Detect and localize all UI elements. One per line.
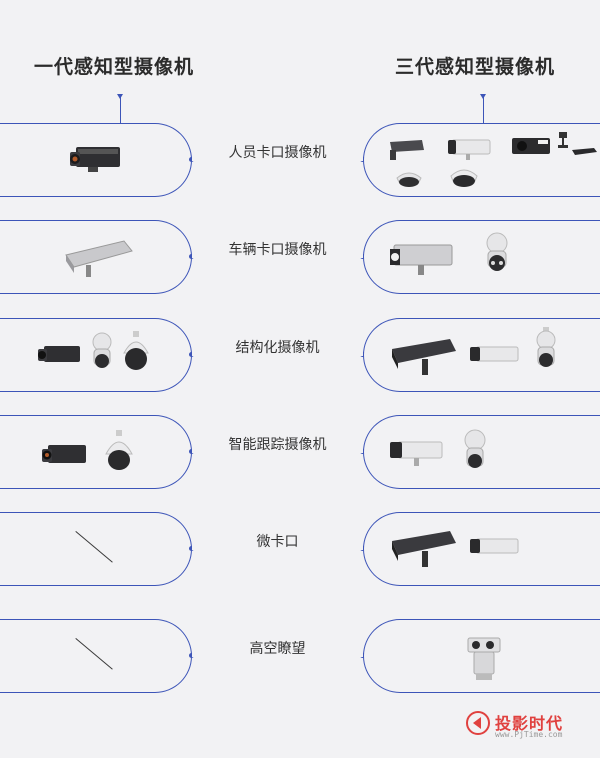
ptz-camera-icon <box>92 332 112 368</box>
box-camera-icon <box>38 346 80 362</box>
row-label: 人员卡口摄像机 <box>192 145 363 161</box>
row-label: 智能跟踪摄像机 <box>192 437 363 453</box>
left-pill <box>0 318 192 392</box>
watermark-url: www.PjTime.com <box>495 730 563 739</box>
bullet-camera-icon <box>390 441 443 466</box>
row-micro-checkpoint: 微卡口 <box>0 512 600 588</box>
right-pill <box>363 415 600 489</box>
none-slash <box>75 531 113 563</box>
bullet-camera-icon <box>470 346 519 362</box>
row-person-checkpoint: 人员卡口摄像机 <box>0 123 600 199</box>
pjtime-logo-icon <box>466 711 490 735</box>
row-high-altitude: 高空瞭望 <box>0 619 600 695</box>
header-left: 一代感知型摄像机 <box>34 56 195 78</box>
housing-camera-icon <box>65 240 133 277</box>
row-label: 微卡口 <box>192 534 363 550</box>
speed-dome-icon <box>123 331 149 370</box>
row-smart-tracking: 智能跟踪摄像机 <box>0 415 600 491</box>
left-pill <box>0 123 192 197</box>
right-pill <box>363 619 600 693</box>
right-pill <box>363 123 600 197</box>
box-camera-icon <box>70 147 120 172</box>
connector-dot <box>189 653 194 658</box>
connector-dot <box>189 546 194 551</box>
right-pill <box>363 512 600 586</box>
ptz-camera-icon <box>464 429 486 468</box>
ptz-camera-icon <box>486 232 508 271</box>
housing-camera-icon <box>392 339 456 375</box>
ptz-camera-icon <box>536 327 556 367</box>
thermal-ptz-icon <box>467 637 501 680</box>
watermark-text: 投影时代 <box>495 714 564 733</box>
box-camera-icon <box>42 445 86 463</box>
left-connector-arrow <box>117 94 123 99</box>
row-structured: 结构化摄像机 <box>0 318 600 394</box>
connector-dot <box>189 157 194 162</box>
dome-camera-icon <box>396 172 422 187</box>
nvr-box-icon <box>572 148 597 155</box>
left-pill <box>0 619 192 693</box>
row-vehicle-checkpoint: 车辆卡口摄像机 <box>0 220 600 296</box>
housing-camera-icon <box>390 244 453 275</box>
housing-camera-icon <box>392 531 456 567</box>
connector-dot <box>189 352 194 357</box>
speed-dome-icon <box>105 430 133 470</box>
left-pill <box>0 512 192 586</box>
watermark: 投影时代 www.PjTime.com <box>465 706 595 746</box>
header-right: 三代感知型摄像机 <box>395 56 556 78</box>
bullet-camera-black-icon <box>512 138 550 154</box>
left-pill <box>0 415 192 489</box>
none-slash <box>75 638 113 670</box>
row-label: 车辆卡口摄像机 <box>192 242 363 258</box>
row-label: 结构化摄像机 <box>192 340 363 356</box>
bullet-camera-icon <box>448 139 491 160</box>
connector-dot <box>189 254 194 259</box>
row-label: 高空瞭望 <box>192 641 363 657</box>
right-pill <box>363 318 600 392</box>
right-pill <box>363 220 600 294</box>
bullet-camera-icon <box>470 538 519 554</box>
left-pill <box>0 220 192 294</box>
right-connector-arrow <box>480 94 486 99</box>
connector-dot <box>189 449 194 454</box>
dome-camera-icon <box>450 169 478 187</box>
right-connector <box>483 96 484 124</box>
left-connector <box>120 96 121 124</box>
mini-camera-icon <box>558 132 568 148</box>
housing-camera-icon <box>390 140 424 160</box>
